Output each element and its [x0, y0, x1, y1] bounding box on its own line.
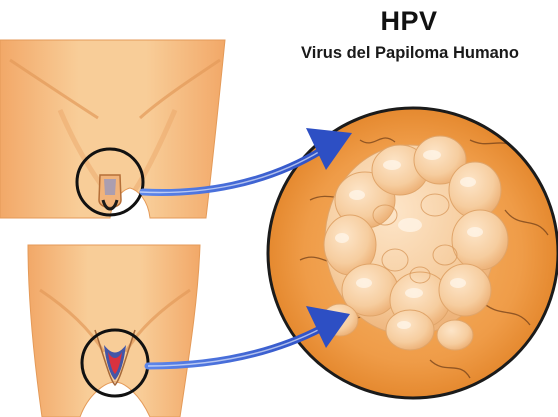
magnified-view	[268, 108, 558, 398]
female-torso-figure	[28, 245, 200, 417]
